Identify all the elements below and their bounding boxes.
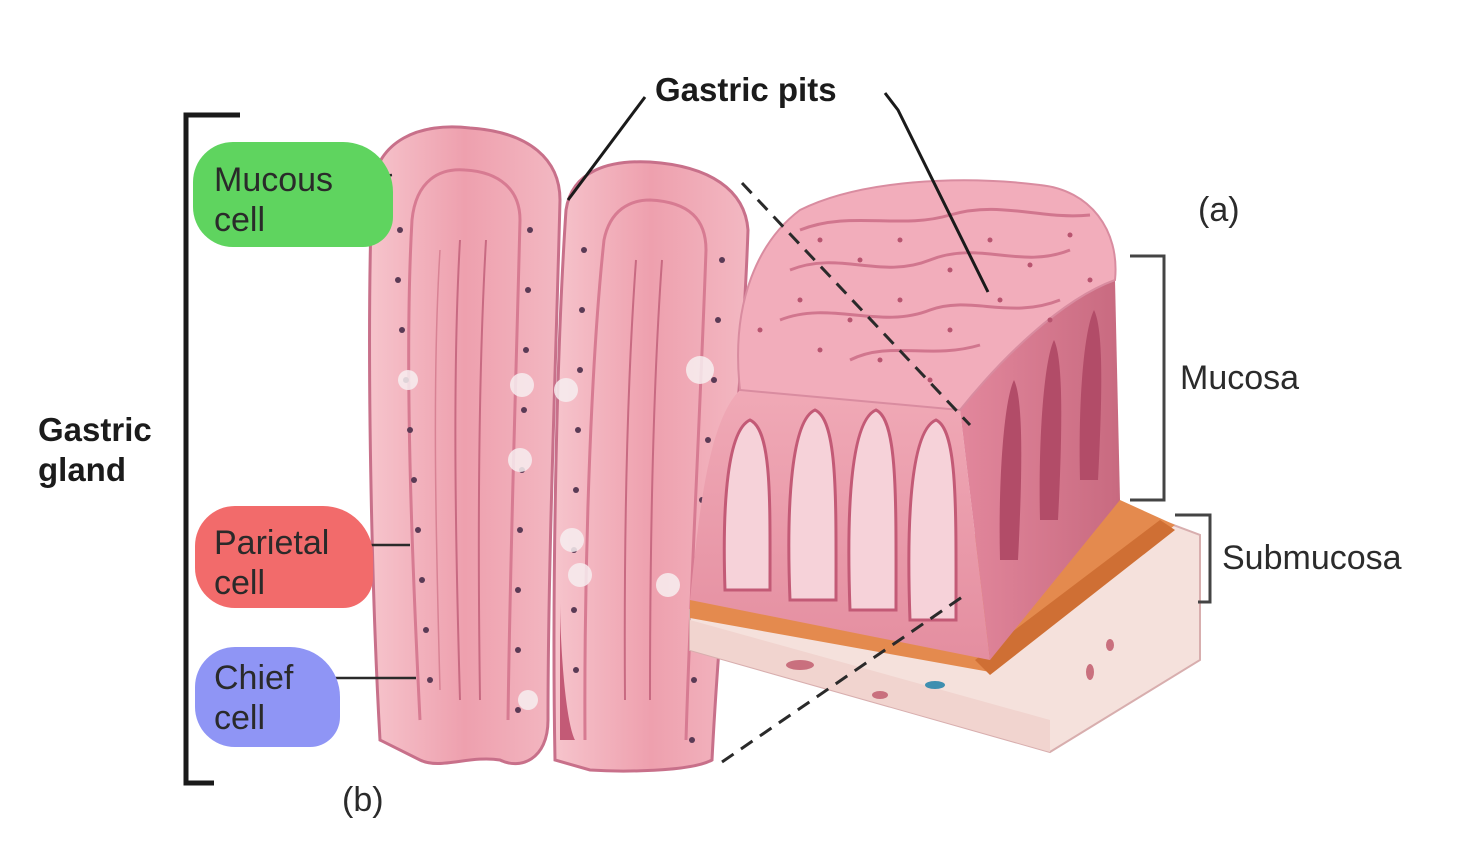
submucosa-label: Submucosa <box>1222 539 1402 577</box>
parietal-cell-label-1: Parietal <box>214 524 330 562</box>
chief-cell-label-2: cell <box>214 699 266 737</box>
magnification-dashes <box>721 181 972 764</box>
mucous-cell-label-2: cell <box>214 201 266 239</box>
parietal-cell-highlight <box>195 506 373 608</box>
panel-b-label: (b) <box>342 781 384 819</box>
mucosa-label: Mucosa <box>1180 359 1300 397</box>
gastric-gland-label-2: gland <box>38 451 126 488</box>
mucosa-bracket <box>1130 254 1166 502</box>
parietal-cell-label-2: cell <box>214 564 266 602</box>
parietal-cells <box>398 356 714 710</box>
gastric-pits-label: Gastric pits <box>655 71 837 108</box>
mucous-cell-label-1: Mucous <box>214 161 334 199</box>
chief-cell-highlight <box>195 647 340 747</box>
mucous-cell-highlight <box>193 142 393 247</box>
submucosa-bracket <box>1175 513 1212 604</box>
mucosa-block <box>689 179 1201 754</box>
chief-cell-label-1: Chief <box>214 659 294 697</box>
gland-left-tube <box>368 125 562 766</box>
gastric-pits-leaders <box>566 92 990 293</box>
gastric-gland-bracket <box>183 112 240 786</box>
gastric-gland-label-1: Gastric <box>38 411 152 448</box>
panel-a-label: (a) <box>1198 191 1240 229</box>
